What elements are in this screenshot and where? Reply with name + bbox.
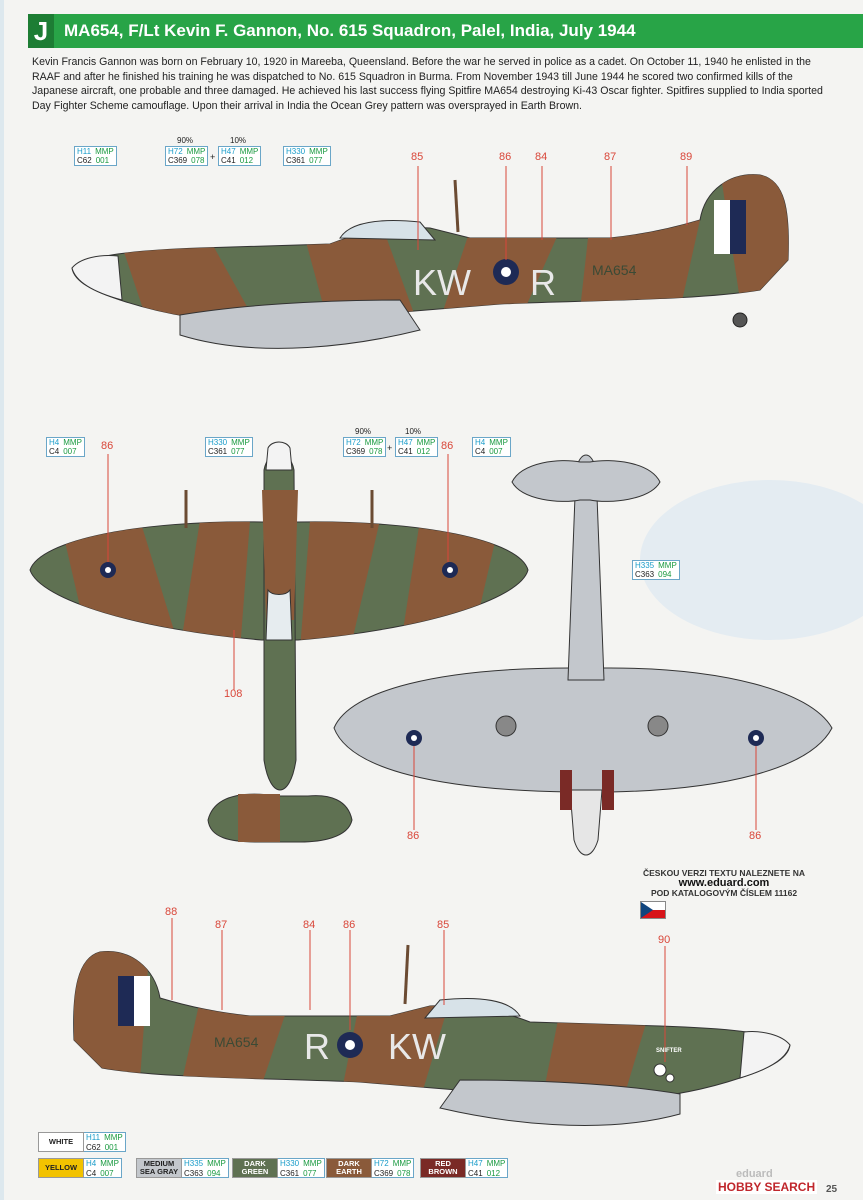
- mix-plus: +: [210, 152, 216, 162]
- decal-90: 90: [658, 934, 671, 946]
- side-view-left: [71, 174, 789, 349]
- aircraft-letter: R: [530, 262, 556, 303]
- decal-108: 108: [224, 688, 243, 700]
- decal-84: 84: [535, 151, 548, 163]
- decal-86: 86: [499, 151, 512, 163]
- pilot-biography: Kevin Francis Gannon was born on Februar…: [32, 56, 823, 112]
- czech-version-note: ČESKOU VERZI TEXTU NALEZNETE NA www.edua…: [604, 868, 844, 898]
- squadron-code-left: KW: [413, 262, 471, 303]
- decal-84-side2: 84: [303, 919, 316, 931]
- decal-89: 89: [680, 151, 693, 163]
- note-line-2: POD KATALOGOVÝM ČÍSLEM 11162: [650, 888, 798, 898]
- side-margin: [0, 0, 4, 1200]
- page-number: 25: [826, 1184, 838, 1195]
- top-view: [29, 441, 529, 843]
- decal-85-side2: 85: [437, 919, 450, 931]
- decal-86-top-right: 86: [441, 440, 454, 452]
- serial-number-side2: MA654: [214, 1034, 259, 1050]
- mix-percent-90-top: 90%: [355, 427, 372, 436]
- leader-lines: [107, 166, 757, 1062]
- brand-logo: eduard: [736, 1168, 773, 1180]
- decal-86-top-left: 86: [101, 440, 114, 452]
- decal-86-bottom-left: 86: [407, 830, 420, 842]
- aircraft-letter-side2: R: [304, 1026, 330, 1067]
- squadron-code-right: KW: [388, 1026, 446, 1067]
- watermark: HOBBY SEARCH: [716, 1180, 818, 1194]
- profile-letter: J: [28, 14, 54, 48]
- nose-art-label: SNIFTER: [656, 1048, 682, 1054]
- decal-85: 85: [411, 151, 424, 163]
- note-line-1: ČESKOU VERZI TEXTU NALEZNETE NA: [643, 868, 805, 878]
- decal-86-side2: 86: [343, 919, 356, 931]
- mix-plus-top: +: [387, 443, 393, 453]
- mix-percent-10: 10%: [230, 136, 247, 145]
- decal-87: 87: [604, 151, 617, 163]
- serial-number-side1: MA654: [592, 262, 637, 278]
- side-view-right: [73, 944, 791, 1126]
- mix-percent-10-top: 10%: [405, 427, 422, 436]
- czech-flag-icon: [640, 901, 666, 919]
- profile-header-bar: [28, 14, 863, 48]
- bottom-view: [333, 454, 833, 856]
- profile-title: MA654, F/Lt Kevin F. Gannon, No. 615 Squ…: [64, 21, 636, 40]
- note-url: www.eduard.com: [678, 877, 770, 889]
- decal-88: 88: [165, 906, 178, 918]
- mix-percent-90: 90%: [177, 136, 194, 145]
- decal-86-bottom-right: 86: [749, 830, 762, 842]
- decal-87-side2: 87: [215, 919, 228, 931]
